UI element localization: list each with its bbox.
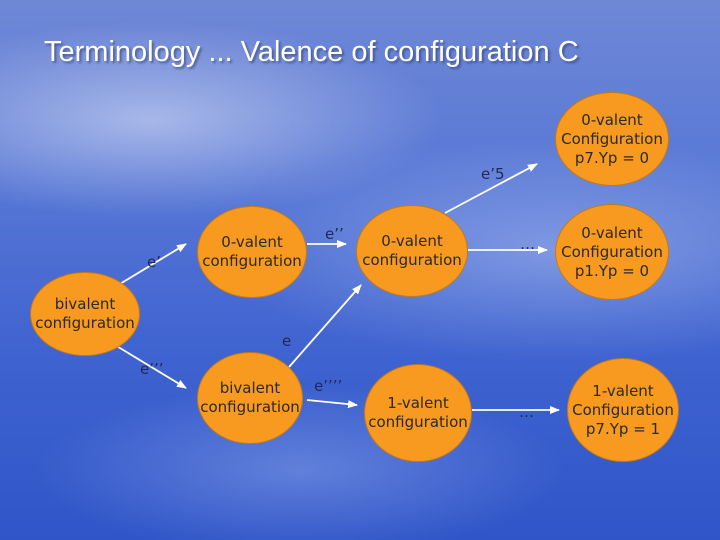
node-bivalent-root: bivalent configuration [30, 272, 140, 356]
slide-title: Terminology ... Valence of configuration… [44, 36, 579, 68]
ellipsis-bottom: … [519, 403, 534, 421]
node-zero-valent-mid: 0-valent configuration [197, 206, 307, 298]
edge-label-e-prime: e’ [147, 253, 161, 271]
edge-e-triple-prime [114, 344, 187, 389]
edge-label-e: e [282, 332, 292, 350]
edge-label-e-prime-5: e’5 [481, 165, 505, 183]
node-zero-valent-p1: 0-valent Configuration p1.Yp = 0 [555, 204, 669, 300]
edge-e-quad-prime [306, 399, 358, 409]
node-bivalent-mid: bivalent configuration [197, 352, 303, 444]
node-one-valent-p7: 1-valent Configuration p7.Yp = 1 [567, 358, 679, 462]
edge-label-e-triple-prime: e’’’ [140, 360, 164, 378]
ellipsis-top: … [520, 235, 535, 253]
edge-label-e-double-prime: e’’ [325, 225, 344, 243]
node-zero-valent-p7-top: 0-valent Configuration p7.Yp = 0 [555, 92, 669, 186]
edge-label-e-quad-prime: e’’’’ [314, 377, 343, 395]
edge-e-prime [109, 243, 187, 291]
node-zero-valent-second: 0-valent configuration [356, 205, 468, 297]
node-one-valent-second: 1-valent configuration [364, 364, 472, 462]
edge-e-prime-5 [444, 163, 538, 214]
